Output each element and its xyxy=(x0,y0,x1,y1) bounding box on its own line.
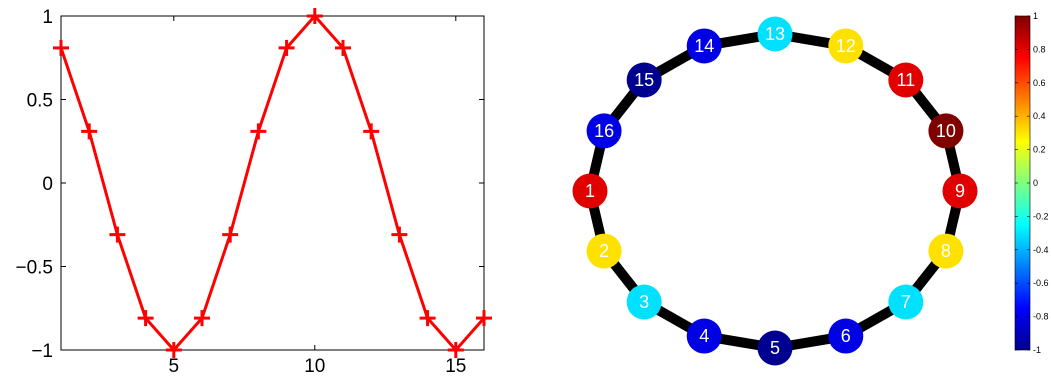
node-circle xyxy=(888,284,924,320)
data-point-marker xyxy=(53,39,69,56)
graph-node: 4 xyxy=(686,318,722,354)
data-point-marker xyxy=(81,123,98,140)
data-point-marker xyxy=(194,310,210,327)
node-circle xyxy=(586,233,622,269)
graph-node: 2 xyxy=(586,233,622,269)
colorbar-tick-label: -0.4 xyxy=(1033,245,1049,255)
colorbar-ticks: 1 0.8 0.6 0.4 0.2 0 -0.2 -0.4 -0.6 -0.8 -1 xyxy=(1015,11,1049,355)
node-label: 15 xyxy=(634,70,654,90)
data-point-marker xyxy=(165,342,182,358)
graph-node: 7 xyxy=(888,284,924,320)
colorbar-tick-label: -1 xyxy=(1033,345,1041,355)
data-point-marker xyxy=(391,226,408,243)
node-label: 14 xyxy=(694,36,714,56)
graph-node: 16 xyxy=(586,113,622,149)
graph-node: 8 xyxy=(928,233,964,269)
y-tick-label: 0 xyxy=(42,174,53,195)
node-circle xyxy=(686,318,722,354)
graph-node: 11 xyxy=(888,62,924,98)
data-point-marker xyxy=(447,342,464,358)
colorbar-tick-label: 0.4 xyxy=(1033,111,1046,121)
node-circle xyxy=(626,284,662,320)
graph-node: 12 xyxy=(828,28,864,64)
graph-node: 5 xyxy=(757,330,793,366)
tick-labels: 5 10 15 1 0.5 0 −0.5 −1 xyxy=(15,7,466,377)
line-chart: 5 10 15 1 0.5 0 −0.5 −1 xyxy=(15,7,492,377)
graph-node: 14 xyxy=(686,28,722,64)
node-label: 4 xyxy=(699,326,709,346)
x-tick-label: 15 xyxy=(445,356,466,377)
colorbar-tick-label: -0.2 xyxy=(1033,211,1049,221)
colorbar-tick-label: -0.6 xyxy=(1033,278,1049,288)
x-tick-label: 5 xyxy=(169,356,180,377)
node-circle xyxy=(686,28,722,64)
colorbar-tick-label: 0 xyxy=(1033,178,1038,188)
node-label: 6 xyxy=(841,326,851,346)
y-tick-label: 1 xyxy=(42,7,53,28)
graph-node: 13 xyxy=(757,16,793,52)
node-label: 2 xyxy=(599,241,609,261)
node-circle xyxy=(828,318,864,354)
colorbar-tick-label: -0.8 xyxy=(1033,312,1049,322)
node-circle xyxy=(942,173,978,209)
data-point-marker xyxy=(222,226,239,243)
node-label: 9 xyxy=(955,181,965,201)
graph-node: 9 xyxy=(942,173,978,209)
graph-node: 15 xyxy=(626,62,662,98)
colorbar: 1 0.8 0.6 0.4 0.2 0 -0.2 -0.4 -0.6 -0.8 -1 xyxy=(1014,11,1049,355)
data-point-marker xyxy=(335,39,351,56)
series-markers xyxy=(53,8,492,358)
data-point-marker xyxy=(278,39,295,56)
node-circle xyxy=(888,62,924,98)
node-circle xyxy=(586,113,622,149)
data-point-marker xyxy=(137,310,154,327)
colorbar-tick-label: 0.2 xyxy=(1033,145,1046,155)
node-label: 8 xyxy=(941,241,951,261)
node-label: 13 xyxy=(765,24,785,44)
y-tick-label: −0.5 xyxy=(15,258,53,279)
data-point-marker xyxy=(306,8,323,24)
colorbar-tick-label: 0.6 xyxy=(1033,78,1046,88)
node-label: 12 xyxy=(836,36,856,56)
node-label: 10 xyxy=(936,121,956,141)
plot-frame xyxy=(60,15,485,351)
node-label: 1 xyxy=(585,181,595,201)
y-tick-label: 0.5 xyxy=(27,91,53,112)
node-circle xyxy=(828,28,864,64)
data-point-marker xyxy=(109,226,126,243)
graph-node: 3 xyxy=(626,284,662,320)
y-tick-label: −1 xyxy=(31,341,53,362)
node-circle xyxy=(928,113,964,149)
node-label: 7 xyxy=(901,292,911,312)
data-point-marker xyxy=(250,123,267,140)
data-point-marker xyxy=(419,310,436,327)
node-circle xyxy=(626,62,662,98)
colorbar-tick-label: 1 xyxy=(1033,11,1038,21)
colorbar-tick-label: 0.8 xyxy=(1033,44,1046,54)
data-point-marker xyxy=(363,123,380,140)
node-label: 11 xyxy=(896,70,915,90)
node-circle xyxy=(757,330,793,366)
node-label: 16 xyxy=(594,121,614,141)
data-point-marker xyxy=(476,310,492,327)
node-label: 3 xyxy=(639,292,649,312)
graph-node: 1 xyxy=(572,173,608,209)
graph-node: 10 xyxy=(928,113,964,149)
node-label: 5 xyxy=(770,338,780,358)
node-circle xyxy=(757,16,793,52)
series-line xyxy=(59,14,486,352)
graph-node: 6 xyxy=(828,318,864,354)
node-circle xyxy=(572,173,608,209)
x-tick-label: 10 xyxy=(304,356,325,377)
node-circle xyxy=(928,233,964,269)
